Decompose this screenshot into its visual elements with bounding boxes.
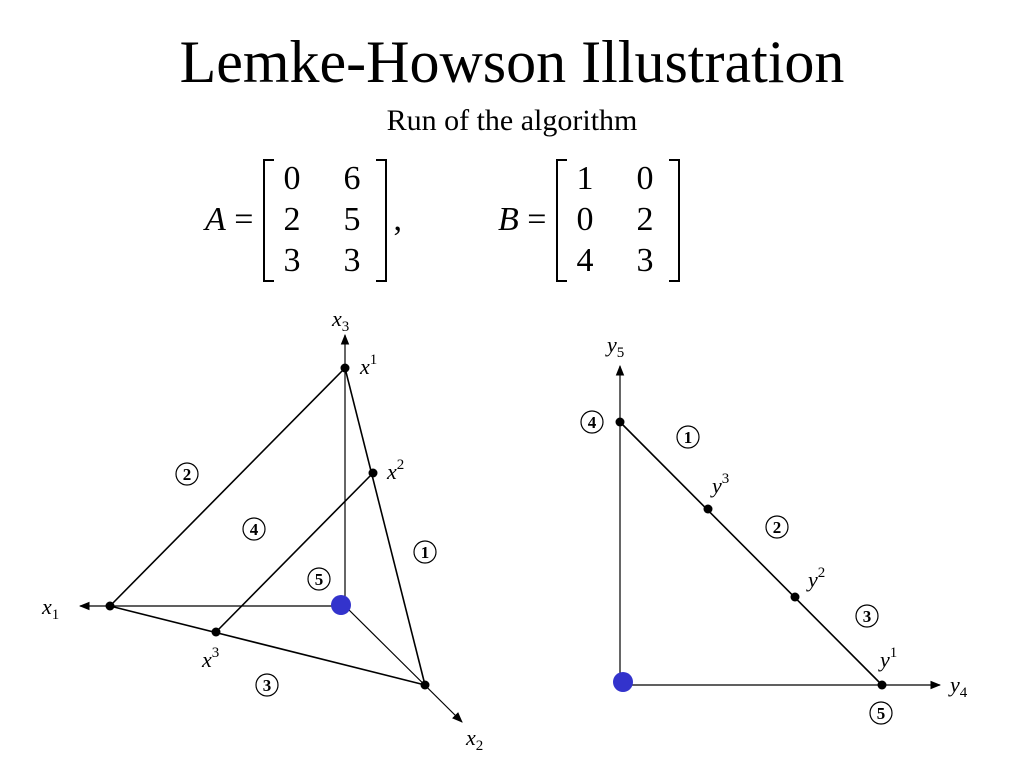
matrix-b-cell: 3: [636, 242, 654, 279]
vertex-dot: [790, 592, 800, 602]
matrix-b-cell: 0: [636, 160, 654, 197]
matrix-a-cell: 0: [283, 160, 301, 197]
axis-x2-line: [344, 605, 463, 723]
vertex-dot: [340, 363, 350, 373]
point-x2-label: x2: [386, 457, 404, 484]
vertex-dot: [420, 680, 430, 690]
matrix-a: 0 6 2 5 3 3: [263, 158, 388, 282]
page-subtitle: Run of the algorithm: [386, 104, 638, 137]
svg-text:2: 2: [183, 465, 192, 484]
point-y2-label: y2: [806, 565, 825, 592]
svg-text:2: 2: [773, 518, 782, 537]
matrix-b-row: 1 0: [570, 159, 666, 200]
simplex-edge: [344, 367, 426, 686]
simplex-edge: [109, 367, 346, 607]
svg-text:5: 5: [877, 704, 886, 723]
svg-text:3: 3: [863, 607, 872, 626]
vertex-dot: [877, 680, 887, 690]
axis-y4-label: y4: [948, 672, 968, 701]
matrix-a-row: 3 3: [277, 241, 373, 282]
matrix-b-cell: 1: [576, 160, 594, 197]
matrix-b-label: B =: [498, 201, 547, 238]
svg-text:4: 4: [588, 413, 597, 432]
svg-text:1: 1: [684, 428, 693, 447]
matrix-a-cell: 3: [343, 242, 361, 279]
axis-x1-label: x1: [41, 594, 59, 623]
point-x1-label: x1: [359, 352, 377, 379]
matrix-b-cell: 0: [576, 201, 594, 238]
matrix-b-equation: B = 1 0 0 2 4 3: [498, 158, 681, 282]
region-label-5: 5: [307, 567, 331, 591]
matrix-a-row: 2 5: [277, 200, 373, 241]
region-label-1: 1: [676, 425, 700, 449]
svg-text:4: 4: [250, 520, 259, 539]
page-title: Lemke-Howson Illustration: [179, 29, 845, 95]
region-label-4: 4: [242, 517, 266, 541]
left-simplex-diagram: x3 x1 x2 x1 x2 x3 2 4 1 5 3: [41, 306, 483, 754]
matrix-b-cell: 2: [636, 201, 654, 238]
right-simplex-diagram: y5 y4 y3 y2 y1 4 1 2 3 5: [580, 332, 968, 725]
matrix-b-cell: 4: [576, 242, 594, 279]
vertex-dot: [368, 468, 378, 478]
matrix-b-row: 0 2: [570, 200, 666, 241]
matrix-b-row: 4 3: [570, 241, 666, 282]
point-x3-label: x3: [201, 645, 219, 672]
matrix-b: 1 0 0 2 4 3: [556, 158, 681, 282]
point-y3-label: y3: [710, 471, 729, 498]
region-label-5: 5: [869, 701, 893, 725]
axis-x2-label: x2: [465, 725, 483, 754]
matrix-a-cell: 2: [283, 201, 301, 238]
best-response-boundary: [215, 472, 374, 633]
origin-dot: [613, 672, 633, 692]
matrix-a-cell: 3: [283, 242, 301, 279]
svg-text:3: 3: [263, 676, 272, 695]
vertex-dot: [105, 601, 115, 611]
vertex-dot: [211, 627, 221, 637]
matrix-a-row: 0 6: [277, 159, 373, 200]
matrix-a-equation: A = 0 6 2 5 3 3 ,: [205, 158, 402, 282]
point-y1-label: y1: [878, 645, 897, 672]
matrix-a-cell: 6: [343, 160, 361, 197]
region-label-3: 3: [855, 604, 879, 628]
vertex-dot: [615, 417, 625, 427]
svg-text:1: 1: [421, 543, 430, 562]
origin-dot: [331, 595, 351, 615]
simplex-edge: [619, 421, 883, 686]
vertex-dot: [703, 504, 713, 514]
region-label-1: 1: [413, 540, 437, 564]
matrix-separator-comma: ,: [393, 201, 402, 238]
axis-x3-label: x3: [331, 306, 349, 335]
axis-y5-label: y5: [605, 332, 624, 361]
svg-text:5: 5: [315, 570, 324, 589]
matrix-a-label: A =: [205, 201, 254, 238]
matrix-a-cell: 5: [343, 201, 361, 238]
simplex-edge: [109, 605, 426, 686]
region-label-3: 3: [255, 673, 279, 697]
region-label-4: 4: [580, 410, 604, 434]
region-label-2: 2: [765, 515, 789, 539]
region-label-2: 2: [175, 462, 199, 486]
